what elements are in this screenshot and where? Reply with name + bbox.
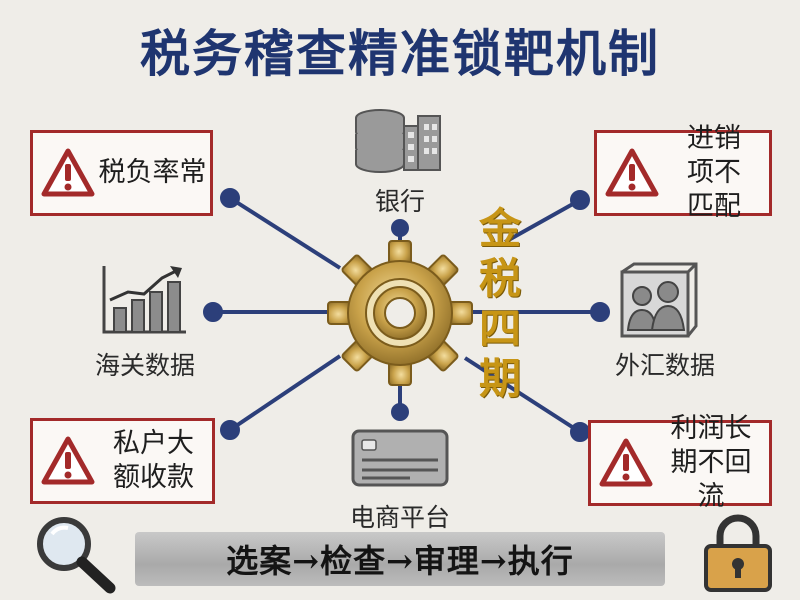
- two-people-icon: [620, 262, 698, 338]
- padlock-icon: [704, 514, 772, 592]
- alert-text: 私户大额收款: [113, 428, 194, 493]
- alert-text: 进销项不匹配: [687, 123, 741, 222]
- gear-icon: [327, 240, 473, 386]
- link-dot-top-left: [220, 188, 240, 208]
- label-customs: 海关数据: [94, 351, 195, 380]
- warning-icon: [41, 436, 95, 485]
- link-top-left: [228, 196, 342, 270]
- label-ecommerce: 电商平台: [349, 503, 450, 532]
- link-dot-customs: [203, 302, 223, 322]
- alert-text: 利润长期不回流: [670, 413, 752, 512]
- database-building-icon: [355, 109, 441, 173]
- label-forex: 外汇数据: [614, 351, 715, 380]
- process-flow: 选案→检查→审理→执行: [135, 532, 665, 586]
- alert-text: 税负率常: [98, 157, 207, 188]
- link-dot-top-right: [570, 190, 590, 210]
- link-dot-bank: [391, 219, 409, 237]
- link-dot-bottom-right: [570, 422, 590, 442]
- link-dot-forex: [590, 302, 610, 322]
- alert-bottom-left: 私户大额收款: [30, 418, 215, 504]
- link-dot-bottom-left: [220, 420, 240, 440]
- bar-chart-icon: [102, 266, 186, 334]
- alert-bottom-right: 利润长期不回流: [588, 413, 772, 512]
- magnifier-icon: [37, 517, 116, 594]
- link-bottom-right: [463, 356, 582, 434]
- link-top-right: [504, 198, 581, 244]
- label-bank: 银行: [374, 187, 425, 216]
- warning-icon: [605, 148, 659, 197]
- link-dot-ecommerce: [391, 403, 409, 421]
- center-label: 金税四期: [478, 204, 521, 403]
- alert-top-right: 进销项不匹配: [594, 123, 772, 222]
- card-icon: [351, 429, 449, 487]
- warning-icon: [41, 148, 95, 197]
- alert-top-left: 税负率常: [30, 130, 213, 216]
- link-bottom-left: [228, 354, 342, 432]
- page-title: 税务稽查精准锁靶机制: [140, 25, 660, 83]
- warning-icon: [599, 438, 653, 487]
